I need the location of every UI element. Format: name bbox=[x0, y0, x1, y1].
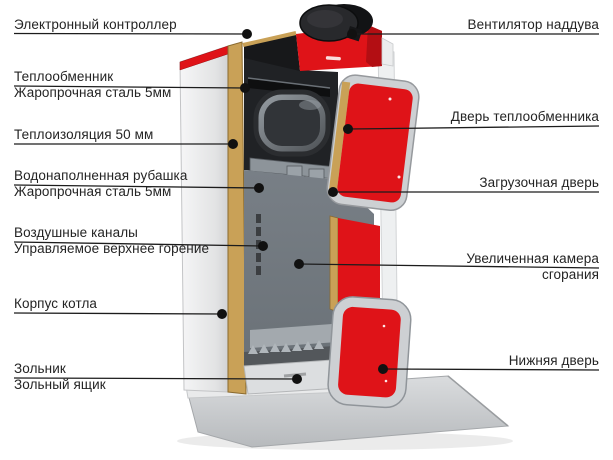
label-thermal-insulation: Теплоизоляция 50 мм bbox=[14, 127, 153, 143]
heat-exchanger-tube bbox=[253, 89, 331, 157]
label-line: Жаропрочная сталь 5мм bbox=[14, 85, 172, 100]
brand-mark bbox=[325, 56, 341, 61]
boiler-left-panel bbox=[179, 45, 229, 393]
label-line: Электронный контроллер bbox=[14, 17, 177, 32]
leader-lines bbox=[13, 32, 600, 380]
label-lower-door: Нижняя дверь bbox=[509, 353, 599, 369]
label-line: Теплоизоляция 50 мм bbox=[14, 127, 154, 142]
insulation-layer bbox=[227, 41, 247, 395]
label-line: Загрузочная дверь bbox=[479, 175, 599, 190]
label-line: Увеличенная камера bbox=[466, 251, 599, 266]
label-line: Нижняя дверь bbox=[508, 353, 599, 368]
label-blower-fan: Вентилятор наддува bbox=[468, 17, 599, 33]
label-ash-pan: Зольник Зольный ящик bbox=[14, 361, 106, 393]
cap-side-strip bbox=[381, 37, 394, 67]
chamber-floor bbox=[250, 324, 338, 348]
label-line: Дверь теплообменника bbox=[450, 109, 599, 124]
label-line: Теплообменник bbox=[14, 69, 114, 84]
ash-box bbox=[243, 359, 341, 395]
label-electronic-controller: Электронный контроллер bbox=[14, 17, 177, 33]
label-heat-exchanger: Теплообменник Жаропрочная сталь 5мм bbox=[14, 69, 171, 101]
label-water-jacket: Водонаполненная рубашка Жаропрочная стал… bbox=[14, 168, 187, 200]
label-line: Вентилятор наддува bbox=[467, 17, 599, 32]
label-line: Водонаполненная рубашка bbox=[14, 168, 188, 183]
heat-exchanger-door-part bbox=[326, 74, 420, 212]
label-line: Корпус котла bbox=[14, 296, 98, 311]
label-line: сгорания bbox=[541, 267, 599, 282]
label-heat-exchanger-door: Дверь теплообменника bbox=[451, 109, 599, 125]
lower-door-part bbox=[327, 296, 412, 409]
label-line: Зольный ящик bbox=[14, 377, 106, 392]
label-boiler-body: Корпус котла bbox=[14, 296, 97, 312]
label-line: Управляемое верхнее горение bbox=[14, 241, 210, 256]
label-loading-door: Загрузочная дверь bbox=[479, 175, 599, 191]
blower-fan-unit bbox=[299, 4, 373, 42]
label-line: Воздушные каналы bbox=[14, 225, 138, 240]
label-line: Зольник bbox=[14, 361, 66, 376]
top-assembly bbox=[242, 4, 394, 71]
leader-dots bbox=[217, 29, 388, 384]
label-combustion-chamber: Увеличенная камера сгорания bbox=[466, 251, 599, 283]
label-air-channels: Воздушные каналы Управляемое верхнее гор… bbox=[14, 225, 209, 257]
label-line: Жаропрочная сталь 5мм bbox=[14, 184, 172, 199]
